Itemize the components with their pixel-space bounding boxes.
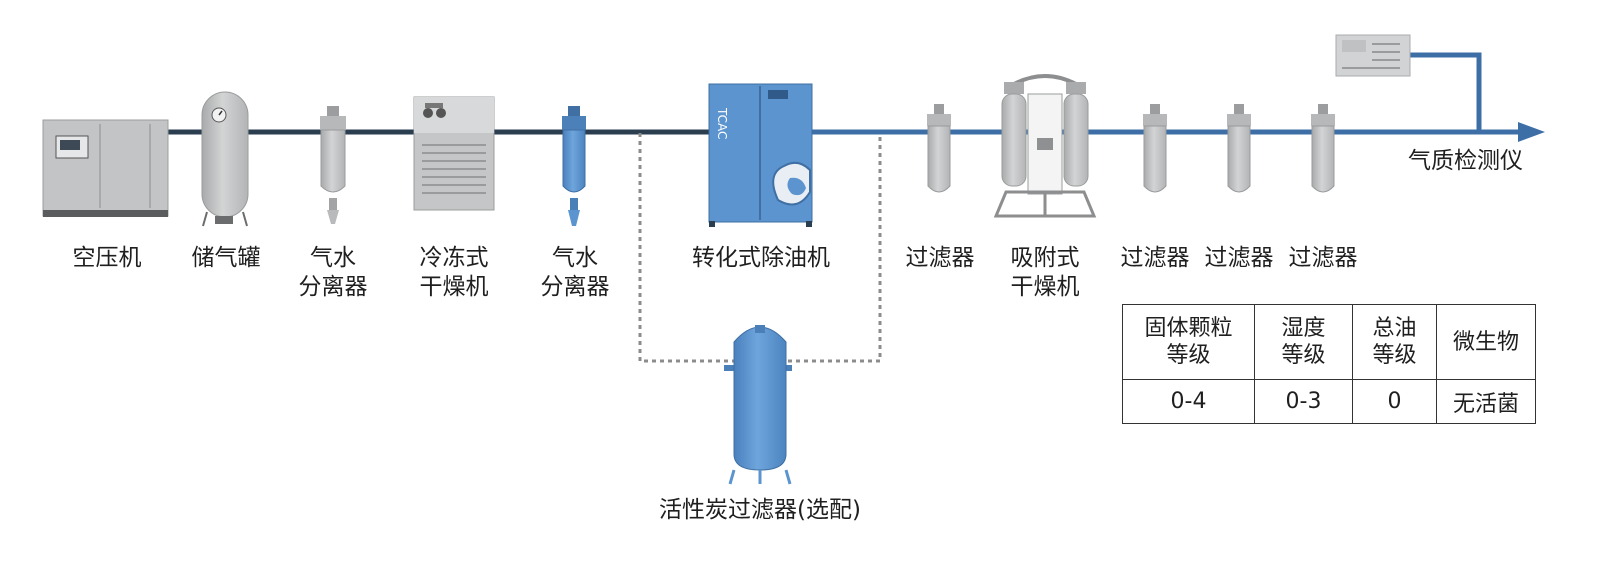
gas-analyzer-icon: [1335, 34, 1411, 77]
label-oil-remover: 转化式除油机: [692, 245, 830, 271]
oil-remover-icon: [708, 83, 813, 227]
filter-2-icon: [1143, 104, 1167, 193]
label-refrigerated-dryer: 冷冻式 干燥机: [419, 245, 489, 300]
label-filter-1: 过滤器: [905, 245, 975, 271]
label-filter-4: 过滤器: [1288, 245, 1358, 271]
table-header-cell: 微生物: [1436, 304, 1536, 380]
analyzer-pipe: [1410, 52, 1482, 132]
label-air-compressor: 空压机: [72, 245, 142, 271]
air-quality-table: 固体颗粒 等级 湿度 等级 总油 等级 微生物 0-4 0-3 0 无活菌: [1122, 304, 1536, 424]
table-header-cell: 湿度 等级: [1254, 304, 1353, 380]
table-header-cell: 固体颗粒 等级: [1122, 304, 1255, 380]
air-compressor-icon: [42, 119, 169, 217]
label-filter-2: 过滤器: [1120, 245, 1190, 271]
air-tank-icon: [201, 91, 249, 227]
flow-arrowhead: [1518, 122, 1545, 142]
table-cell: 无活菌: [1436, 379, 1536, 424]
label-air-tank: 储气罐: [191, 245, 261, 271]
adsorption-dryer-icon: [993, 74, 1097, 218]
carbon-filter-icon: [724, 325, 792, 485]
refrigerated-dryer-icon: [413, 96, 495, 211]
table-cell: 0-3: [1254, 379, 1353, 424]
label-gas-analyzer: 气质检测仪: [1408, 148, 1523, 174]
label-water-separator-1: 气水 分离器: [298, 245, 368, 300]
table-cell: 0-4: [1122, 379, 1255, 424]
water-separator-2-icon: [562, 106, 586, 226]
label-water-separator-2: 气水 分离器: [540, 245, 610, 300]
oil-remover-brand-label: TCAC: [715, 107, 729, 139]
table-header-cell: 总油 等级: [1352, 304, 1437, 380]
filter-1-icon: [927, 104, 951, 193]
table-header-row: 固体颗粒 等级 湿度 等级 总油 等级 微生物: [1122, 304, 1536, 380]
label-filter-3: 过滤器: [1204, 245, 1274, 271]
filter-3-icon: [1227, 104, 1251, 193]
water-separator-1-icon: [320, 106, 346, 224]
table-cell: 0: [1352, 379, 1437, 424]
label-carbon-filter: 活性炭过滤器(选配): [659, 497, 861, 523]
table-row: 0-4 0-3 0 无活菌: [1122, 379, 1536, 424]
filter-4-icon: [1311, 104, 1335, 193]
label-adsorption-dryer: 吸附式 干燥机: [1010, 245, 1080, 300]
